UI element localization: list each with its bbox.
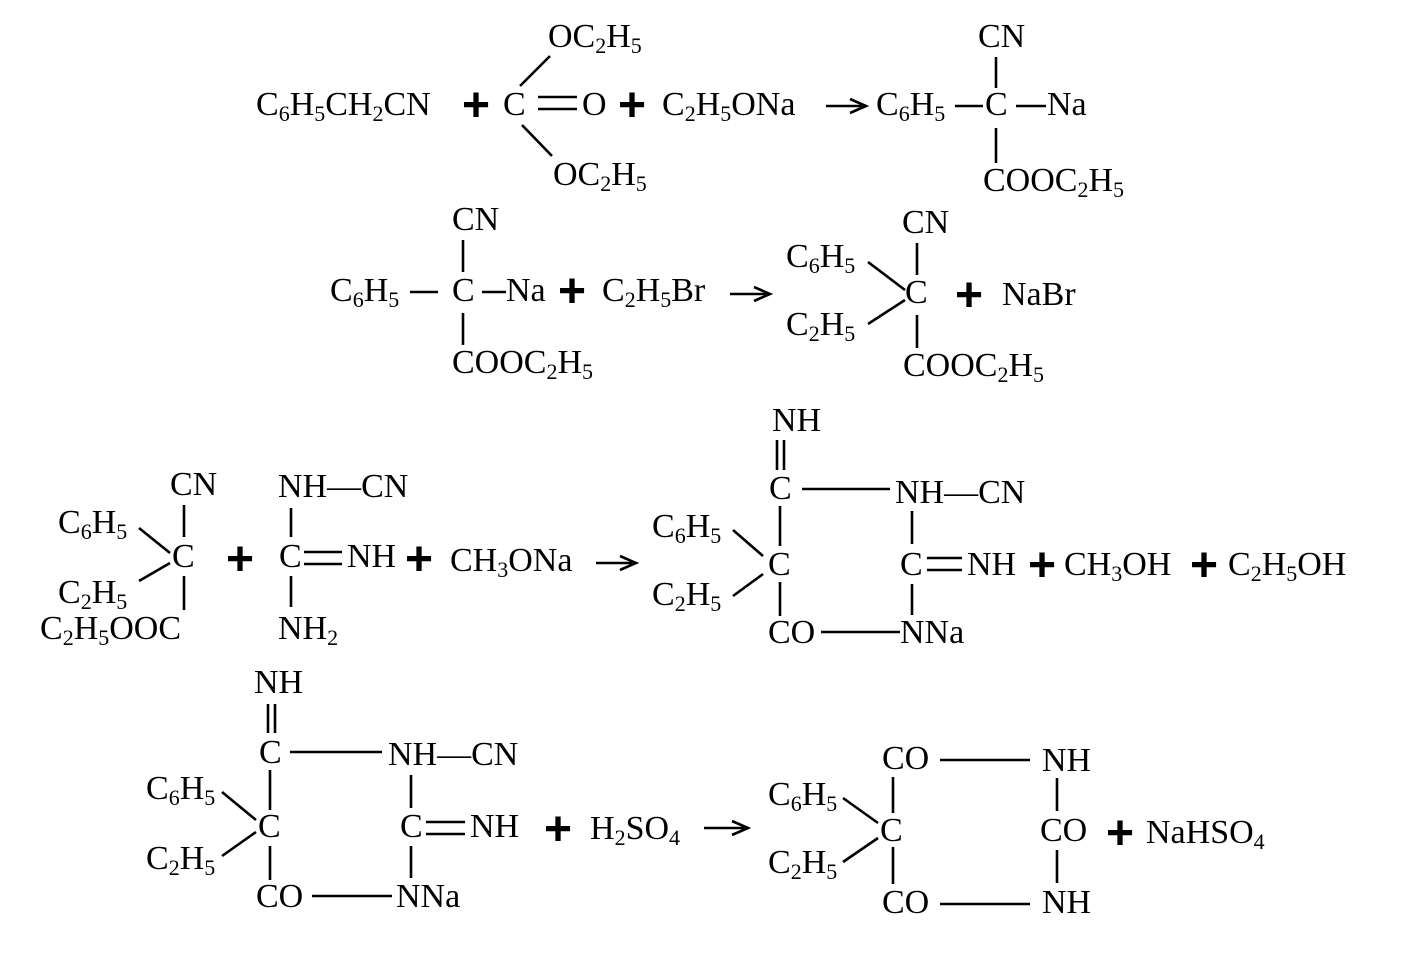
ethoxy-group-bottom: OC2H5 bbox=[553, 156, 647, 196]
sodium-bisulfate: NaHSO4 bbox=[1146, 814, 1265, 854]
reactant-carbonyl: CO bbox=[256, 878, 304, 915]
product-carbonyl: CO bbox=[768, 614, 816, 651]
plus-sign: + bbox=[405, 533, 434, 586]
product-ester-group: COOC2H5 bbox=[983, 162, 1125, 202]
product-central-carbon: C bbox=[880, 812, 903, 849]
reactant-ring-imine: NH bbox=[470, 808, 520, 845]
product-carbonyl-bottom: CO bbox=[882, 884, 930, 921]
sodium-methoxide: CH3ONa bbox=[450, 542, 573, 582]
product-imine: NH bbox=[772, 402, 822, 439]
reactant-benzyl-cyanide: C6H5CH2CN bbox=[256, 86, 431, 126]
plus-sign: + bbox=[1190, 539, 1219, 592]
sodium-ethoxide: C2H5ONa bbox=[662, 86, 796, 126]
guanidine-nh-cn: NH—CN bbox=[278, 468, 409, 505]
product-ethyl: C2H5 bbox=[768, 844, 838, 884]
product-nh-top: NH bbox=[1042, 742, 1092, 779]
ethanol: C2H5OH bbox=[1228, 546, 1347, 586]
ester-ethyl: C2H5 bbox=[58, 574, 128, 614]
plus-sign: + bbox=[955, 269, 984, 322]
plus-sign: + bbox=[544, 803, 573, 856]
product-ethyl: C2H5 bbox=[652, 576, 722, 616]
plus-sign: + bbox=[618, 79, 647, 132]
reactant-imine: NH bbox=[254, 664, 304, 701]
guanidine-imine: NH bbox=[347, 538, 397, 575]
reactant-central-carbon: C bbox=[258, 808, 281, 845]
ester-nitrile: CN bbox=[170, 466, 218, 503]
reactant-ring-carbon: C bbox=[400, 808, 423, 845]
reactant-phenyl: C6H5 bbox=[146, 770, 216, 810]
product-phenyl: C6H5 bbox=[876, 86, 946, 126]
product-nitrile: CN bbox=[902, 204, 950, 241]
reactant-ethyl: C2H5 bbox=[146, 840, 216, 880]
ester-central-carbon: C bbox=[172, 538, 195, 575]
plus-sign: + bbox=[226, 533, 255, 586]
carbonate-oxygen: O bbox=[582, 86, 607, 123]
ester-phenyl: C6H5 bbox=[58, 504, 128, 544]
product-ring-imine: NH bbox=[967, 546, 1017, 583]
product-ethyl: C2H5 bbox=[786, 306, 856, 346]
reactant-ring-nh-cn: NH—CN bbox=[388, 736, 519, 773]
reactant-central-carbon: C bbox=[452, 272, 475, 309]
ester-ethoxycarbonyl: C2H5OOC bbox=[40, 610, 182, 650]
product-phenyl: C6H5 bbox=[652, 508, 722, 548]
plus-sign: + bbox=[1028, 539, 1057, 592]
product-sodium-amide: NNa bbox=[900, 614, 965, 651]
product-ester-group: COOC2H5 bbox=[903, 347, 1045, 387]
reactant-sodium: Na bbox=[506, 272, 546, 309]
reactant-imine-carbon: C bbox=[259, 734, 282, 771]
plus-sign: + bbox=[558, 265, 587, 318]
reactant-ester-group: COOC2H5 bbox=[452, 344, 594, 384]
reactant-nitrile: CN bbox=[452, 201, 500, 238]
plus-sign: + bbox=[1106, 807, 1135, 860]
sulfuric-acid: H2SO4 bbox=[590, 810, 681, 850]
methanol: CH3OH bbox=[1064, 546, 1172, 586]
product-central-carbon: C bbox=[985, 86, 1008, 123]
product-phenyl: C6H5 bbox=[786, 238, 856, 278]
product-central-carbon: C bbox=[768, 546, 791, 583]
reactant-sodium-amide: NNa bbox=[396, 878, 461, 915]
product-ring-nh-cn: NH—CN bbox=[895, 474, 1026, 511]
guanidine-amine: NH2 bbox=[278, 610, 339, 650]
plus-sign: + bbox=[462, 79, 491, 132]
product-phenyl: C6H5 bbox=[768, 776, 838, 816]
product-central-carbon: C bbox=[905, 274, 928, 311]
product-sodium: Na bbox=[1047, 86, 1087, 123]
product-ring-carbon: C bbox=[900, 546, 923, 583]
ethyl-bromide: C2H5Br bbox=[602, 272, 706, 312]
ethoxy-group-top: OC2H5 bbox=[548, 18, 642, 58]
product-carbonyl-right: CO bbox=[1040, 812, 1088, 849]
guanidine-carbon: C bbox=[279, 538, 302, 575]
product-nitrile: CN bbox=[978, 18, 1026, 55]
product-imine-carbon: C bbox=[769, 470, 792, 507]
carbonate-carbon: C bbox=[503, 86, 526, 123]
sodium-bromide: NaBr bbox=[1002, 276, 1076, 313]
product-nh-bottom: NH bbox=[1042, 884, 1092, 921]
product-carbonyl-top: CO bbox=[882, 740, 930, 777]
reactant-phenyl: C6H5 bbox=[330, 272, 400, 312]
